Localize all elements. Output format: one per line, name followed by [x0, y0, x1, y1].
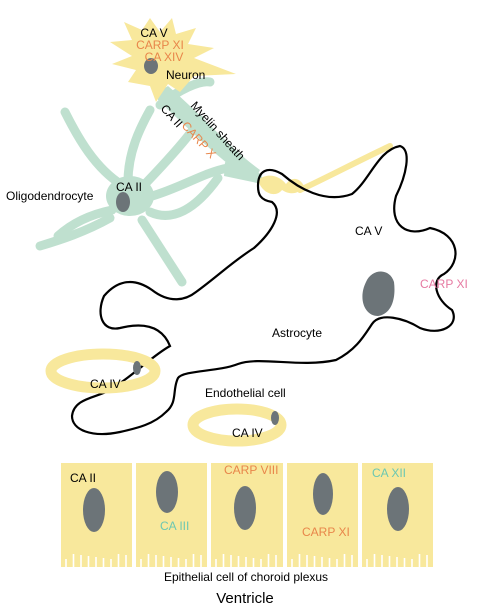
endothelial-vessel — [187, 403, 287, 447]
epithelial-nucleus-4 — [313, 473, 333, 515]
vessel-ca4-label: CA IV — [90, 377, 121, 391]
epithelial-nucleus-5 — [387, 487, 409, 531]
myelin-sheath-shape — [158, 86, 260, 182]
astrocyte-ca5-label: CA V — [355, 224, 382, 238]
epithelial-cell-label-2: CA III — [160, 519, 189, 533]
oligodendrocyte-nucleus — [116, 192, 130, 212]
astrocyte-outline — [70, 144, 457, 436]
neuron-ca5-label: CA V — [140, 26, 167, 40]
neuron-ca14-label: CA XIV — [145, 50, 184, 64]
oligodendrocyte-processes — [35, 77, 233, 287]
epithelial-label: Epithelial cell of choroid plexus — [164, 570, 328, 584]
epithelial-cell-label-1: CA II — [70, 471, 96, 485]
myelin-sheath-end — [224, 162, 262, 184]
neuron-body — [110, 18, 236, 102]
neuron-label: Neuron — [166, 68, 205, 82]
neuron-carp11-label: CARP XI — [136, 38, 184, 52]
endothelial-ca4-label: CA IV — [232, 426, 263, 440]
epithelial-cell-label-5: CA XII — [372, 466, 406, 480]
astrocyte-label: Astrocyte — [272, 326, 322, 340]
microvilli — [65, 554, 428, 567]
vessel-left-nucleus — [133, 361, 141, 375]
axon-bulb — [258, 175, 304, 195]
oligodendrocyte-label: Oligodendrocyte — [6, 189, 94, 203]
epithelial-cells — [61, 463, 433, 567]
astrocyte-carp11-label: CARP XI — [420, 277, 468, 291]
epithelial-cell-label-4: CARP XI — [302, 525, 350, 539]
epithelial-nucleus-2 — [156, 471, 178, 513]
oligodendrocyte-ca2-label: CA II — [116, 180, 142, 194]
ventricle-label: Ventricle — [216, 590, 274, 607]
epithelial-nucleus-3 — [234, 486, 256, 530]
neuron-nucleus — [144, 58, 158, 74]
astrocyte-nucleus — [362, 271, 395, 316]
epithelial-nucleus-1 — [83, 488, 105, 532]
vessel-left — [45, 348, 161, 394]
endothelial-cell-label: Endothelial cell — [205, 386, 286, 400]
axon-terminal — [297, 143, 393, 193]
endothelial-nucleus — [271, 411, 279, 425]
epithelial-cell-label-3: CARP VIII — [224, 463, 278, 477]
